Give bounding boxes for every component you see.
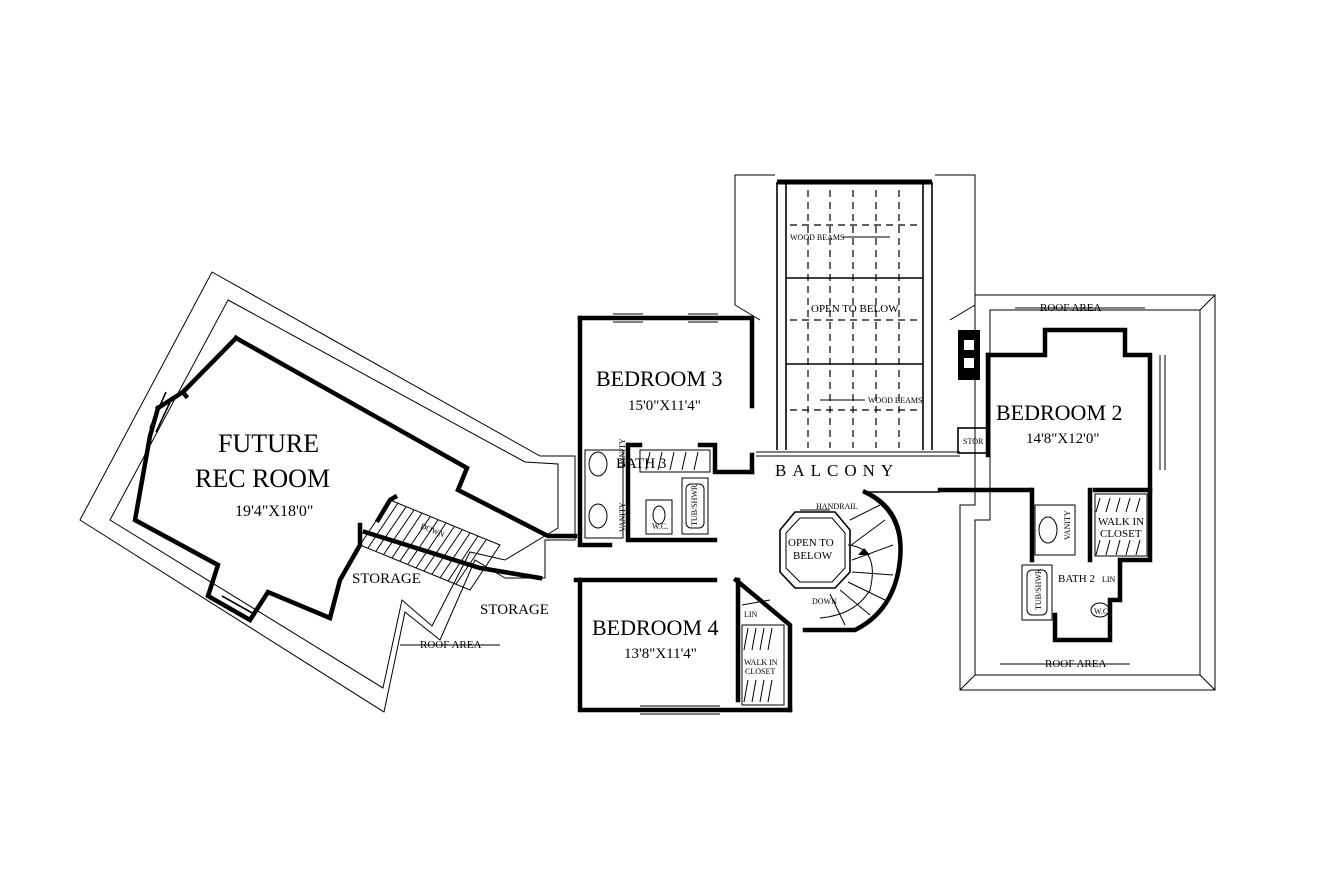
open-to-below-stair-line2: BELOW — [793, 550, 833, 562]
open-to-below-label: OPEN TO BELOW — [811, 303, 899, 315]
rec-room-title-line1: FUTURE — [218, 429, 319, 458]
bedroom3-dimensions: 15'0"X11'4" — [628, 398, 701, 414]
vanity-label-b2: VANITY — [1063, 510, 1072, 540]
handrail-label: HANDRAIL — [816, 502, 858, 511]
down-label-rec: DOWN — [419, 522, 446, 540]
wood-beams-label-top: WOOD BEAMS — [790, 233, 844, 242]
bedroom4-dimensions: 13'8"X11'4" — [624, 646, 697, 662]
bedroom3-title: BEDROOM 3 — [596, 366, 723, 391]
bedroom2-title: BEDROOM 2 — [996, 400, 1123, 425]
tub-label-b2: TUB/SHWR — [1034, 568, 1043, 610]
roof-outlines — [79, 174, 1216, 713]
walk-in-closet-b4-line1: WALK IN — [744, 658, 778, 667]
bedroom2-walls — [937, 327, 1166, 643]
lin-label-b4: LIN — [744, 610, 758, 619]
balcony-label: BALCONY — [775, 461, 899, 480]
wc-label-b2: W.C. — [1094, 607, 1110, 616]
open-to-below-stair-line1: OPEN TO — [788, 537, 834, 549]
wood-beams-label-bottom: WOOD BEAMS — [868, 396, 922, 405]
bedroom4-walls — [573, 576, 793, 715]
open-to-below-area — [776, 179, 933, 450]
bath2-title: BATH 2 — [1058, 573, 1095, 585]
bedroom2-dimensions: 14'8"X12'0" — [1026, 431, 1099, 447]
rec-room-walls — [132, 334, 578, 624]
roof-area-label-bottom: ROOF AREA — [1045, 658, 1106, 670]
walk-in-closet-b2-line1: WALK IN — [1098, 516, 1144, 528]
bath3-title: BATH 3 — [616, 456, 666, 472]
wc-label-b3: W.C. — [652, 522, 668, 531]
lin-label-b2: LIN — [1102, 575, 1116, 584]
walk-in-closet-b4-line2: CLOSET — [745, 667, 775, 676]
walk-in-closet-b2-line2: CLOSET — [1100, 528, 1142, 540]
roof-area-label-top: ROOF AREA — [1040, 302, 1101, 314]
roof-area-label-left: ROOF AREA — [420, 639, 481, 651]
down-label-main: DOWN — [812, 597, 837, 606]
vanity-label-b3-top: VANITY — [618, 438, 627, 468]
bedroom4-title: BEDROOM 4 — [592, 615, 719, 640]
rec-room-dimensions: 19'4"X18'0" — [235, 503, 313, 520]
vanity-label-b3-bottom: VANITY — [618, 502, 627, 532]
rec-room-stairs — [359, 499, 501, 591]
main-stair — [779, 489, 903, 633]
balcony-rail — [756, 451, 960, 493]
stor-label: STOR — [963, 437, 984, 446]
storage-label-center: STORAGE — [480, 602, 549, 618]
tub-label-b3: TUB/SHWR — [690, 484, 699, 526]
rec-room-title-line2: REC ROOM — [195, 464, 330, 493]
storage-label-left: STORAGE — [352, 571, 421, 587]
bedroom3-walls — [577, 313, 755, 548]
